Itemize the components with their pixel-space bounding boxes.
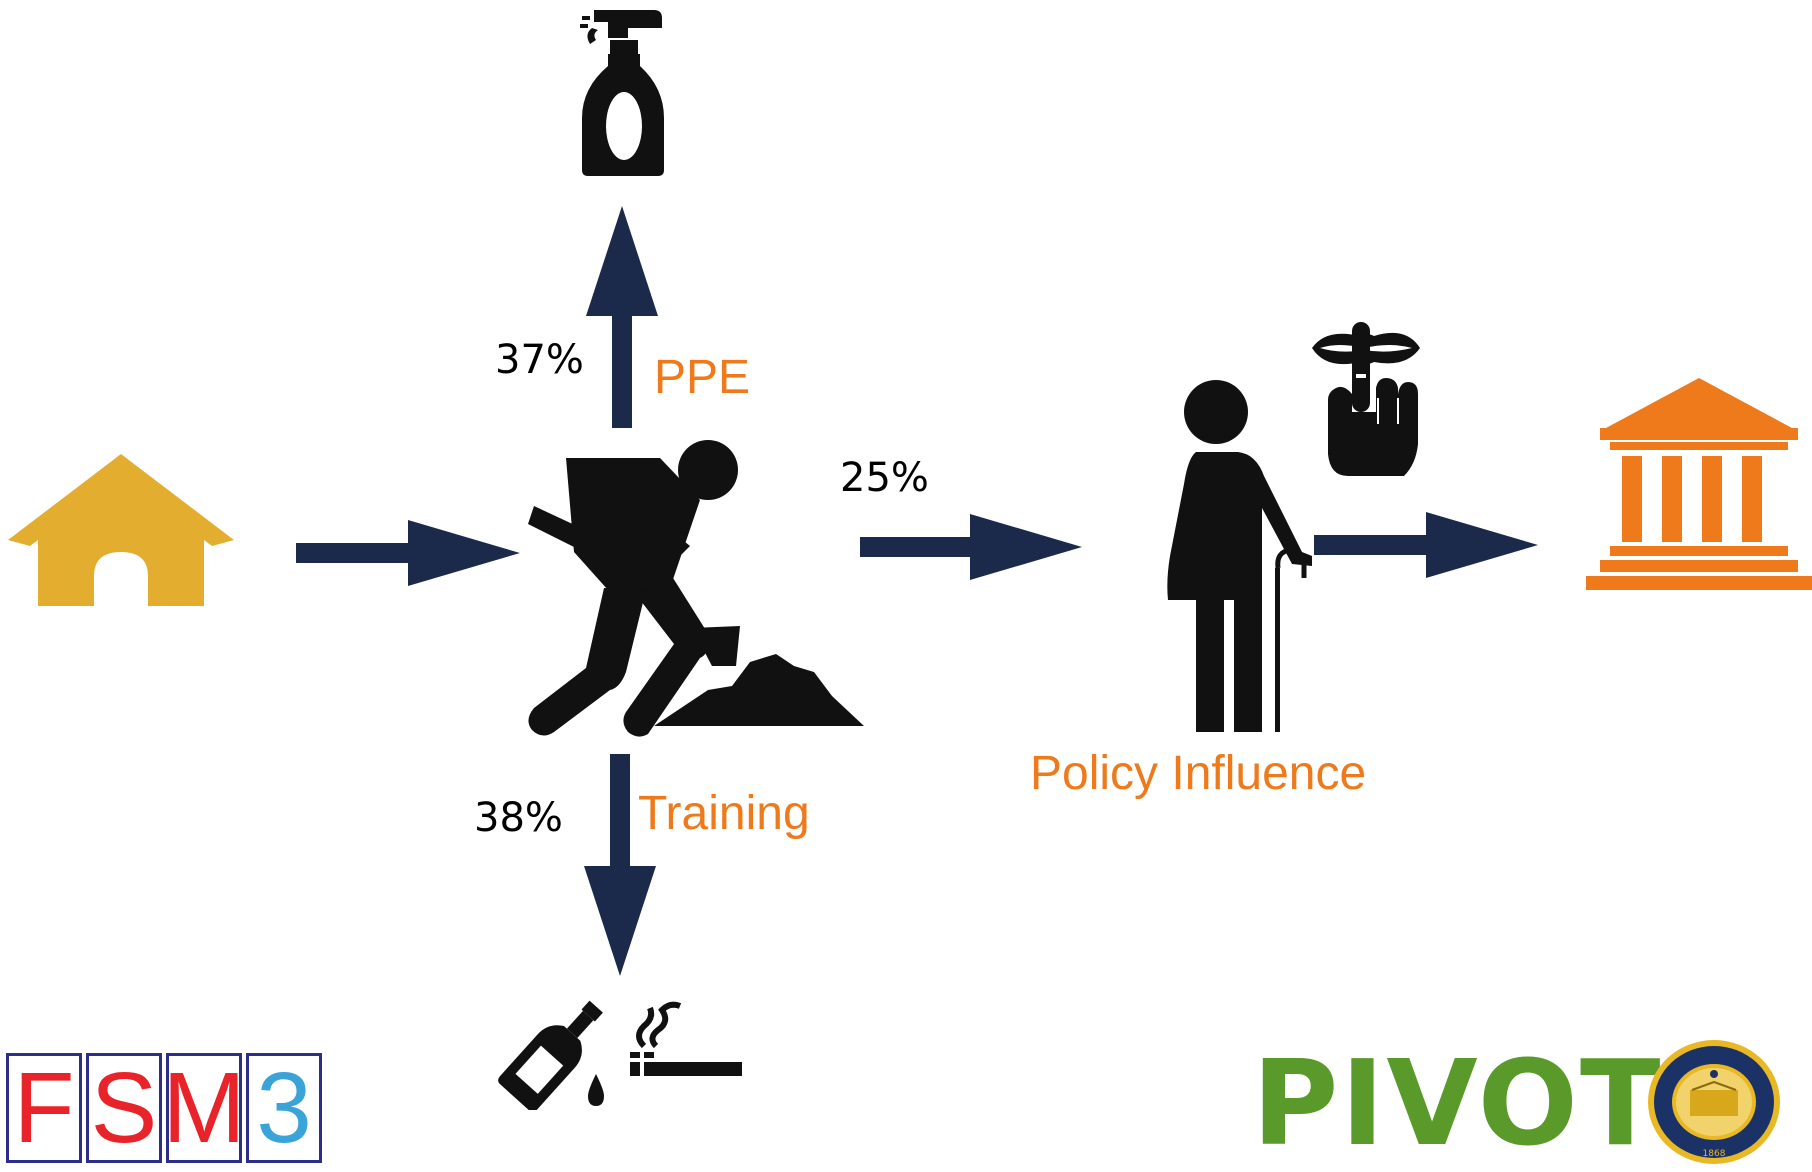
arrow-up-ppe <box>586 206 658 428</box>
ppe-label: PPE <box>654 351 751 404</box>
government-building-icon <box>1586 378 1812 594</box>
fsm3-letter-s: S <box>86 1053 162 1163</box>
fsm3-letter-f: F <box>6 1053 82 1163</box>
shush-hand-icon <box>1308 314 1422 476</box>
cigarette-icon <box>630 1000 742 1080</box>
ppe-percent: 37% <box>495 337 584 383</box>
pivot-logo: PIVOT <box>1252 1034 1663 1172</box>
digging-worker-icon <box>514 440 864 740</box>
arrow-to-government <box>1314 512 1538 578</box>
arrow-to-worker <box>296 520 520 586</box>
training-percent: 38% <box>474 795 563 841</box>
fsm3-logo: F S M 3 <box>6 1053 326 1163</box>
fsm3-letter-m: M <box>162 1052 246 1164</box>
arrow-to-policy <box>860 514 1082 580</box>
fsm3-digit-3: 3 <box>246 1053 322 1163</box>
alcohol-bottle-icon <box>494 994 612 1110</box>
arrow-down-training <box>584 754 656 976</box>
house-icon <box>8 448 234 608</box>
policy-percent: 25% <box>840 455 929 501</box>
spray-bottle-icon <box>578 8 664 178</box>
uc-berkeley-seal: 1868 <box>1646 1038 1782 1166</box>
elderly-person-icon <box>1166 380 1322 732</box>
policy-influence-label: Policy Influence <box>1030 747 1367 800</box>
svg-text:1868: 1868 <box>1703 1149 1726 1159</box>
training-label: Training <box>638 787 810 840</box>
